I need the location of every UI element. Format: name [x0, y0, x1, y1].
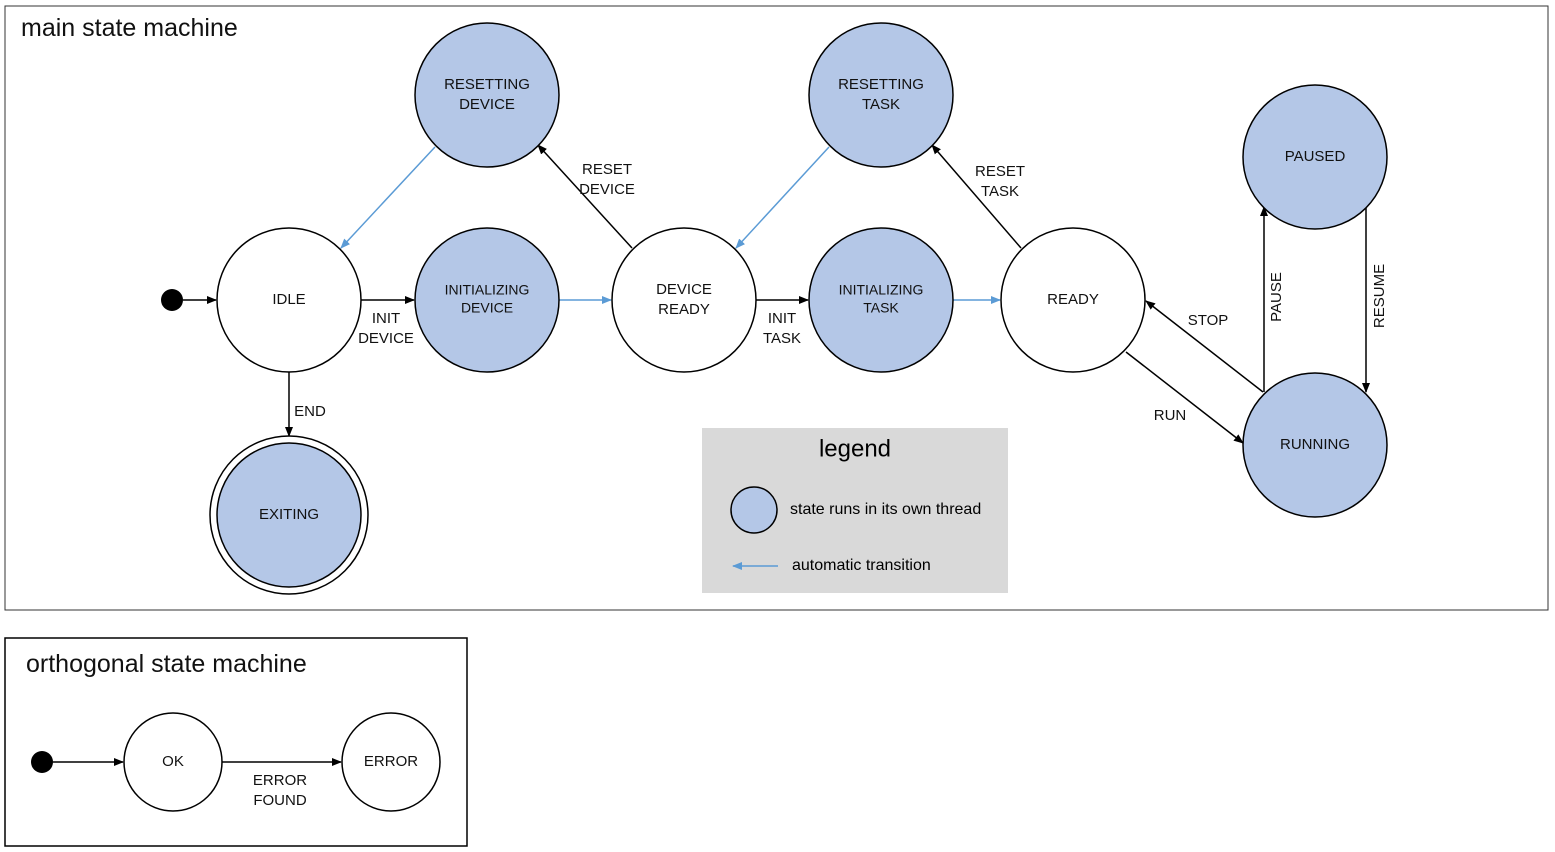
run-edge: [1125, 351, 1244, 444]
state-label: RUNNING: [1280, 436, 1350, 453]
reset-device-label-2: DEVICE: [579, 181, 635, 198]
state-ready: READY: [1000, 227, 1146, 373]
run-label: RUN: [1154, 407, 1187, 424]
stop-label: STOP: [1188, 312, 1229, 329]
error-found-label-1: ERROR: [253, 772, 307, 789]
init-device-label-1: INIT: [372, 310, 400, 327]
initial-state-dot: [161, 289, 183, 311]
state-label: OK: [162, 753, 184, 770]
state-label: RESETTING: [444, 76, 530, 93]
state-label: READY: [1047, 291, 1099, 308]
state-idle: IDLE: [216, 227, 362, 373]
state-label: DEVICE: [459, 96, 515, 113]
reset-device-label-1: RESET: [582, 161, 632, 178]
legend: legend state runs in its own thread auto…: [702, 428, 1008, 593]
state-exiting: EXITING: [209, 435, 369, 595]
auto-idle-edge: [340, 146, 436, 249]
state-running: RUNNING: [1242, 372, 1388, 518]
init-device-label-2: DEVICE: [358, 330, 414, 347]
state-label: DEVICE: [656, 281, 712, 298]
state-device-ready: DEVICE READY: [611, 227, 757, 373]
init-task-label-2: TASK: [763, 330, 801, 347]
reset-task-edge: [931, 144, 1022, 249]
reset-task-label-1: RESET: [975, 163, 1025, 180]
state-label: INITIALIZING: [839, 282, 924, 298]
legend-thread-state-icon: [730, 486, 778, 534]
state-label: ERROR: [364, 753, 418, 770]
state-label: DEVICE: [461, 300, 513, 316]
orthogonal-initial-dot: [31, 751, 53, 773]
end-label: END: [294, 403, 326, 420]
state-label: EXITING: [259, 506, 319, 523]
state-paused: PAUSED: [1242, 84, 1388, 230]
state-label: TASK: [863, 300, 899, 316]
reset-task-label-2: TASK: [981, 183, 1019, 200]
resume-label: RESUME: [1371, 264, 1388, 328]
state-error: ERROR: [341, 712, 441, 812]
pause-label: PAUSE: [1268, 272, 1285, 322]
main-title: main state machine: [21, 14, 238, 42]
state-label: PAUSED: [1285, 148, 1346, 165]
init-task-label-1: INIT: [768, 310, 796, 327]
legend-thread-state-label: state runs in its own thread: [790, 501, 981, 518]
state-resetting-device: RESETTING DEVICE: [414, 22, 560, 168]
state-idle-label: IDLE: [272, 291, 305, 308]
stop-edge: [1145, 300, 1264, 393]
state-initializing-device: INITIALIZING DEVICE: [414, 227, 560, 373]
orthogonal-title: orthogonal state machine: [26, 650, 307, 678]
state-resetting-task: RESETTING TASK: [808, 22, 954, 168]
legend-title: legend: [819, 435, 891, 462]
state-ok: OK: [123, 712, 223, 812]
error-found-label-2: FOUND: [253, 792, 306, 809]
state-initializing-task: INITIALIZING TASK: [808, 227, 954, 373]
state-label: INITIALIZING: [445, 282, 530, 298]
state-label: TASK: [862, 96, 900, 113]
legend-automatic-label: automatic transition: [792, 557, 931, 574]
reset-device-edge: [537, 144, 633, 249]
state-label: RESETTING: [838, 76, 924, 93]
auto-device-ready-from-reset-edge: [735, 146, 830, 249]
state-label: READY: [658, 301, 710, 318]
